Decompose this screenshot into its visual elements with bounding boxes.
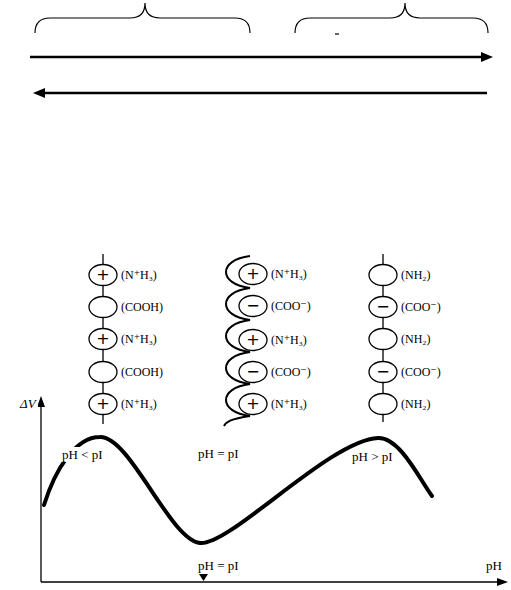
charge-sign: + bbox=[238, 263, 268, 285]
residue-circle bbox=[368, 328, 398, 350]
residue-circle: − bbox=[238, 361, 268, 383]
residue-node: +(N⁺H₃) bbox=[238, 393, 307, 415]
residue-node: +(N⁺H₃) bbox=[88, 264, 157, 286]
group-label: (COO⁻) bbox=[401, 365, 441, 379]
axis-label: pH = pI bbox=[196, 558, 241, 573]
residue-node: +(N⁺H₃) bbox=[238, 263, 307, 285]
backbone-link bbox=[102, 383, 103, 393]
backbone-link bbox=[382, 318, 383, 328]
axis-label: pH bbox=[484, 558, 504, 573]
residue-circle bbox=[368, 393, 398, 415]
backbone-link bbox=[382, 286, 383, 296]
residue-circle: − bbox=[238, 295, 268, 317]
residue-circle: + bbox=[238, 263, 268, 285]
potential-curve bbox=[44, 437, 432, 543]
axis-label: pH = pI bbox=[196, 446, 241, 461]
group-label: (N⁺H₃) bbox=[121, 397, 157, 411]
residue-node: −(COO⁻) bbox=[368, 296, 441, 318]
backbone-link bbox=[102, 286, 103, 296]
residue-node: (NH₂) bbox=[368, 393, 431, 415]
group-label: (NH₂) bbox=[401, 397, 431, 411]
charge-sign: − bbox=[238, 295, 268, 317]
backbone-link bbox=[102, 350, 103, 361]
axis-label: ΔV bbox=[18, 396, 38, 411]
group-label: (NH₂) bbox=[401, 268, 431, 282]
charge-sign: + bbox=[88, 393, 118, 415]
charge-sign: + bbox=[88, 328, 118, 350]
circle-outline bbox=[88, 296, 118, 318]
charge-sign: + bbox=[238, 393, 268, 415]
residue-circle bbox=[88, 296, 118, 318]
group-label: (COO⁻) bbox=[401, 300, 441, 314]
group-label: (N⁺H₃) bbox=[271, 397, 307, 411]
backbone-link bbox=[382, 350, 383, 361]
backbone-stub bbox=[103, 254, 383, 424]
group-label: (COO⁻) bbox=[271, 365, 311, 379]
residue-circle: + bbox=[88, 328, 118, 350]
axis-label: pH < pI bbox=[60, 447, 105, 462]
residue-node: (COOH) bbox=[88, 296, 163, 318]
charge-sign: − bbox=[238, 361, 268, 383]
group-label: (N⁺H₃) bbox=[121, 268, 157, 282]
group-label: (COO⁻) bbox=[271, 299, 311, 313]
backbone-link bbox=[102, 318, 103, 328]
charge-sign: − bbox=[368, 296, 398, 318]
residue-circle: + bbox=[238, 393, 268, 415]
charge-sign: + bbox=[238, 329, 268, 351]
direction-arrow bbox=[30, 52, 493, 98]
residue-circle: + bbox=[88, 264, 118, 286]
circle-outline bbox=[368, 264, 398, 286]
residue-circle: − bbox=[368, 296, 398, 318]
charge-sign: − bbox=[368, 361, 398, 383]
group-label: (COOH) bbox=[121, 365, 163, 379]
circle-outline bbox=[368, 328, 398, 350]
brace bbox=[35, 3, 488, 34]
residue-node: +(N⁺H₃) bbox=[88, 328, 157, 350]
residue-circle bbox=[88, 361, 118, 383]
residue-circle: + bbox=[238, 329, 268, 351]
backbone-link bbox=[382, 383, 383, 393]
residue-circle bbox=[368, 264, 398, 286]
axis bbox=[37, 396, 508, 586]
charge-sign: + bbox=[88, 264, 118, 286]
group-label: (NH₂) bbox=[401, 332, 431, 346]
circle-outline bbox=[368, 393, 398, 415]
residue-circle: + bbox=[88, 393, 118, 415]
group-label: (N⁺H₃) bbox=[121, 332, 157, 346]
group-label: (N⁺H₃) bbox=[271, 267, 307, 281]
residue-circle: − bbox=[368, 361, 398, 383]
residue-node: (NH₂) bbox=[368, 328, 431, 350]
residue-node: (NH₂) bbox=[368, 264, 431, 286]
residue-node: −(COO⁻) bbox=[368, 361, 441, 383]
residue-node: −(COO⁻) bbox=[238, 295, 311, 317]
residue-node: −(COO⁻) bbox=[238, 361, 311, 383]
group-label: (N⁺H₃) bbox=[271, 333, 307, 347]
axis-label: pH > pI bbox=[350, 449, 395, 464]
group-label: (COOH) bbox=[121, 300, 163, 314]
residue-node: (COOH) bbox=[88, 361, 163, 383]
residue-node: +(N⁺H₃) bbox=[238, 329, 307, 351]
residue-node: +(N⁺H₃) bbox=[88, 393, 157, 415]
circle-outline bbox=[88, 361, 118, 383]
